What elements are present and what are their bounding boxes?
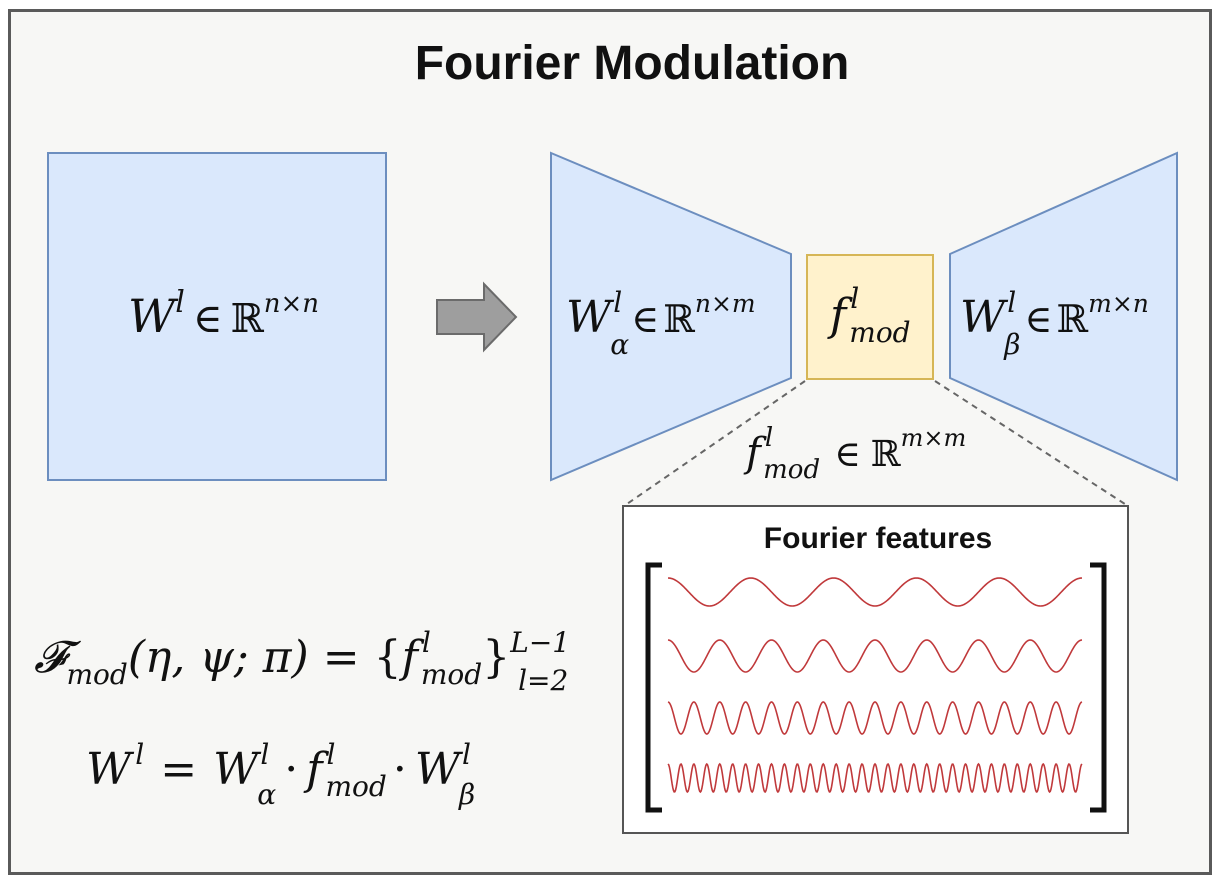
fourier-wave-1 [667,577,1083,607]
full-weight-matrix-label: Wl∈ℝn×n [128,285,319,343]
full-weight-matrix-box [47,152,387,481]
right-bracket [1090,562,1107,813]
fourier-features-title: Fourier features [764,522,992,555]
w-alpha-trapezoid [550,151,792,482]
left-bracket [645,562,662,813]
w-beta-trapezoid [949,151,1178,482]
diagram-title: Fourier Modulation [414,37,850,90]
decomposition-arrow [436,281,518,353]
fourier-features-panel [622,505,1129,834]
f-mod-box [806,254,934,380]
fourier-wave-2 [667,639,1083,673]
fourier-wave-3 [667,701,1083,735]
zoom-line-right [934,380,1129,507]
fourier-wave-4 [667,762,1083,794]
zoom-line-left [623,380,806,507]
fourier-waves [667,577,1083,794]
